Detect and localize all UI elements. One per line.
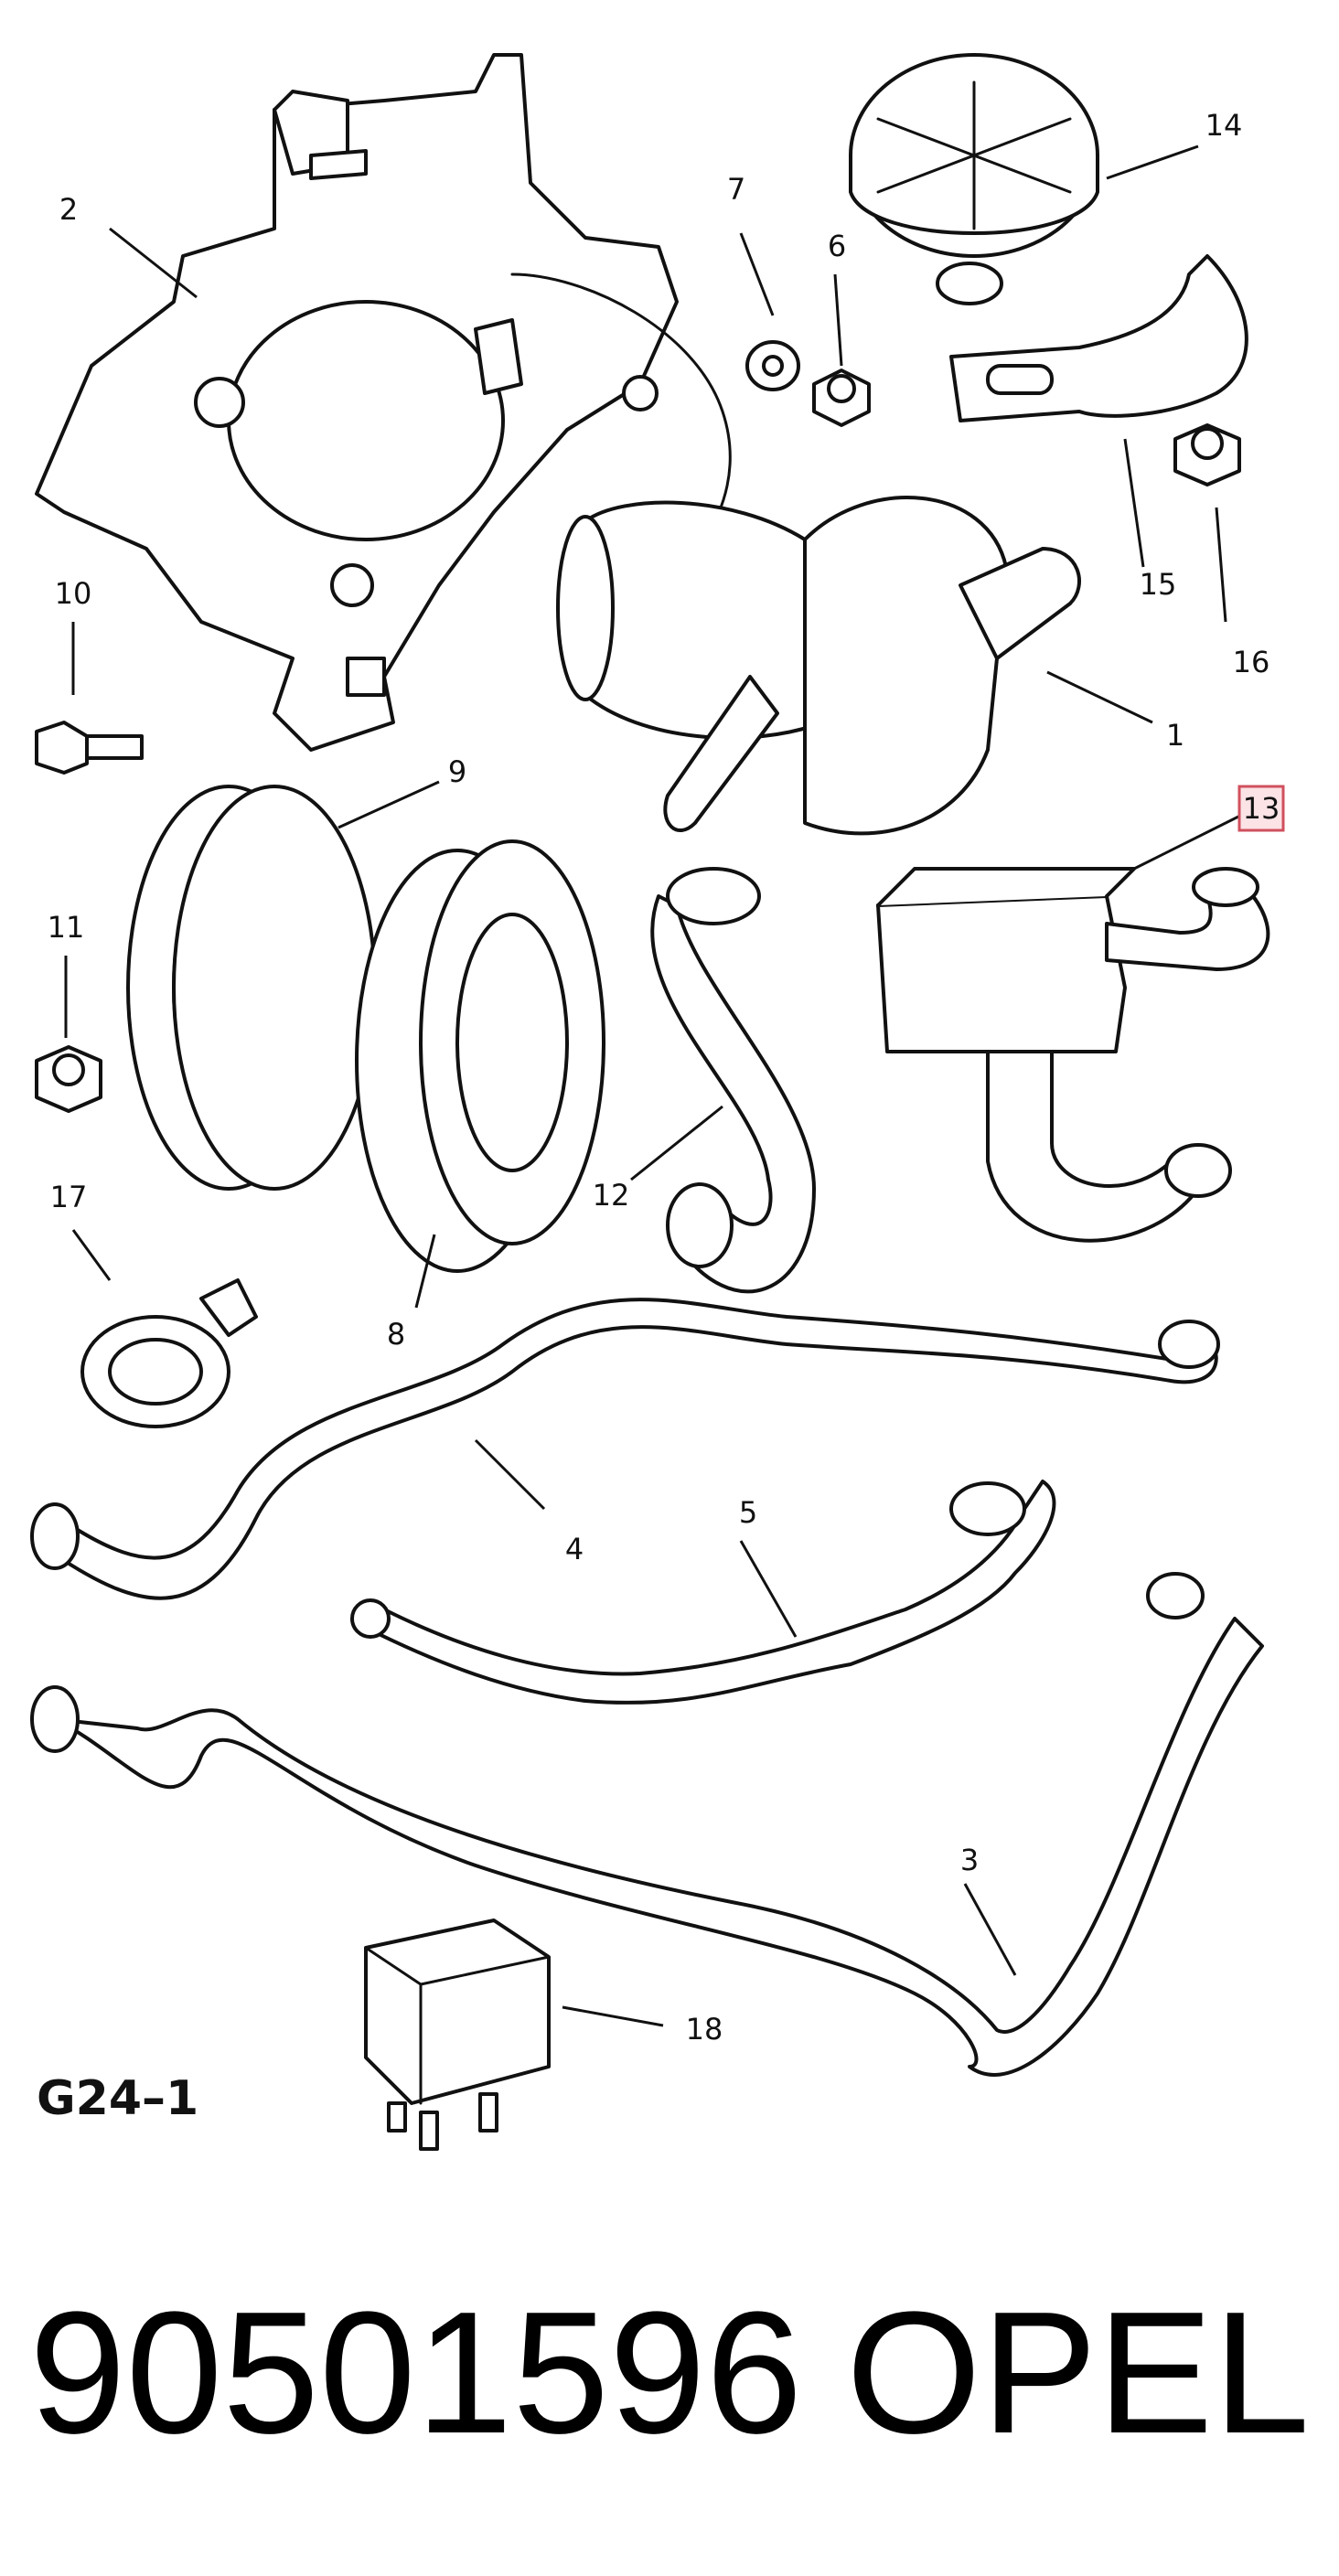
- relay-part: [364, 1919, 551, 2151]
- callout-1: 1: [1166, 718, 1184, 753]
- hose-12-part: [650, 867, 816, 1294]
- strap-bracket-part: [949, 254, 1248, 422]
- hose-5-part: [350, 1480, 1056, 1705]
- figure-code: G24–1: [37, 2071, 198, 2126]
- washer-part: [745, 340, 800, 391]
- air-pump-part: [556, 496, 1081, 836]
- callout-9: 9: [448, 754, 466, 789]
- nut-11-part: [35, 1045, 102, 1113]
- callout-17: 17: [50, 1180, 88, 1214]
- callout-8: 8: [387, 1317, 405, 1352]
- nut-16-part: [1173, 423, 1241, 486]
- callout-2: 2: [59, 192, 78, 227]
- callout-5: 5: [739, 1495, 757, 1530]
- callout-labels: 2 7 6 14 15 16 10 1 9 13 11 12 8 17 4 5 …: [48, 108, 1285, 2047]
- callout-7: 7: [727, 172, 745, 207]
- ring-8-part: [355, 839, 605, 1273]
- filter-cap-part: [849, 53, 1099, 305]
- callout-14: 14: [1205, 108, 1243, 143]
- valve-13-part: [876, 867, 1270, 1243]
- callout-3: 3: [960, 1843, 979, 1877]
- callout-11: 11: [48, 910, 85, 945]
- callout-13-highlight: [1237, 785, 1285, 832]
- nut-6-part: [812, 369, 871, 427]
- leader-lines: [64, 144, 1245, 2027]
- callout-15: 15: [1140, 567, 1177, 602]
- callout-13: 13: [1243, 791, 1280, 826]
- hose-3-part: [30, 1572, 1264, 2077]
- ring-9-part: [126, 785, 377, 1191]
- callout-10: 10: [55, 576, 92, 611]
- callout-16: 16: [1233, 645, 1270, 679]
- hose-4-part: [30, 1298, 1220, 1600]
- callout-6: 6: [828, 229, 846, 263]
- bolt-part: [35, 721, 144, 775]
- part-number: 90501596: [29, 2276, 802, 2470]
- callout-12: 12: [593, 1178, 630, 1213]
- clamp-part: [80, 1278, 258, 1428]
- callout-18: 18: [686, 2012, 723, 2047]
- brand-name: OPEL: [846, 2276, 1310, 2470]
- callout-4: 4: [565, 1532, 584, 1566]
- bracket-part: [35, 53, 732, 752]
